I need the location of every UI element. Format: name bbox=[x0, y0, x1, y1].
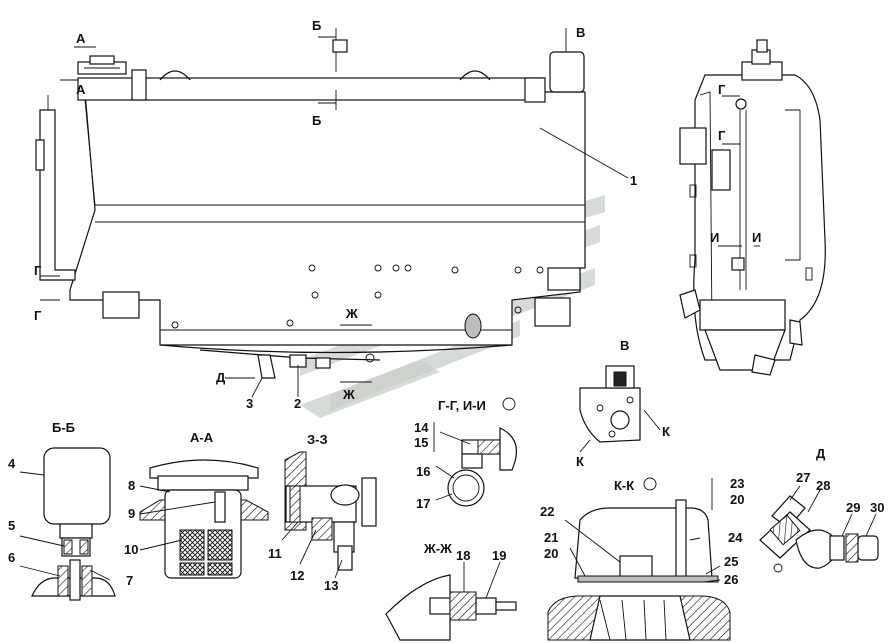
title-aa: А-А bbox=[190, 430, 214, 445]
mark-g-left-bottom: Г bbox=[34, 308, 42, 323]
part-label-2: 2 bbox=[294, 396, 301, 411]
part-label-28: 28 bbox=[816, 478, 830, 493]
part-label-25: 25 bbox=[724, 554, 738, 569]
mark-b-bottom: Б bbox=[312, 113, 321, 128]
main-tank-side-view bbox=[35, 28, 629, 398]
mark-zh-top: Ж bbox=[345, 306, 358, 321]
part-label-20-left: 20 bbox=[544, 546, 558, 561]
mark-g-right-bottom: Г bbox=[718, 128, 726, 143]
part-number-labels: 1 2 3 4 5 6 7 8 9 10 11 12 13 14 15 16 1… bbox=[8, 173, 884, 593]
view-v bbox=[579, 365, 661, 453]
mark-b-top: Б bbox=[312, 18, 321, 33]
part-label-20-top: 20 bbox=[730, 492, 744, 507]
view-d bbox=[759, 485, 879, 573]
mark-i-left: И bbox=[710, 230, 719, 245]
view-aa bbox=[139, 459, 269, 579]
part-label-3: 3 bbox=[246, 396, 253, 411]
part-label-5: 5 bbox=[8, 518, 15, 533]
title-v: В bbox=[620, 338, 629, 353]
view-zhzh bbox=[385, 561, 517, 641]
view-kk bbox=[547, 477, 731, 641]
mark-v: В bbox=[576, 25, 585, 40]
tank-end-view bbox=[679, 39, 826, 376]
part-label-16: 16 bbox=[416, 464, 430, 479]
part-label-19: 19 bbox=[492, 548, 506, 563]
part-label-1: 1 bbox=[630, 173, 637, 188]
part-label-17: 17 bbox=[416, 496, 430, 511]
part-label-21: 21 bbox=[544, 530, 558, 545]
view-zz bbox=[281, 451, 377, 579]
section-lines bbox=[40, 28, 567, 383]
mark-a-bottom: А bbox=[76, 82, 86, 97]
mark-k-right: К bbox=[662, 424, 670, 439]
part-label-27: 27 bbox=[796, 470, 810, 485]
title-d: Д bbox=[816, 446, 826, 461]
part-label-18: 18 bbox=[456, 548, 470, 563]
part-label-15: 15 bbox=[414, 435, 428, 450]
part-label-10: 10 bbox=[124, 542, 138, 557]
section-mark-letters: А А Б Б В Г Г Г Г И И Ж Ж Д К К bbox=[34, 18, 761, 469]
view-bb bbox=[19, 447, 116, 601]
view-titles: Б-Б А-А З-З Г-Г, И-И В К-К Ж-Ж Д bbox=[52, 338, 826, 556]
part-label-9: 9 bbox=[128, 506, 135, 521]
part-label-13: 13 bbox=[324, 578, 338, 593]
part-label-12: 12 bbox=[290, 568, 304, 583]
part-label-24: 24 bbox=[728, 530, 743, 545]
part-label-30: 30 bbox=[870, 500, 884, 515]
mark-k-left: К bbox=[576, 454, 584, 469]
mark-a-top: А bbox=[76, 31, 86, 46]
mark-i-right: И bbox=[752, 230, 761, 245]
title-zhzh: Ж-Ж bbox=[423, 541, 452, 556]
mark-d: Д bbox=[216, 370, 226, 385]
part-label-22: 22 bbox=[540, 504, 554, 519]
mark-zh-bottom: Ж bbox=[342, 387, 355, 402]
title-bb: Б-Б bbox=[52, 420, 75, 435]
view-gg-ii bbox=[433, 397, 518, 507]
title-kk: К-К bbox=[614, 478, 634, 493]
part-label-11: 11 bbox=[268, 546, 282, 561]
part-label-8: 8 bbox=[128, 478, 135, 493]
part-label-7: 7 bbox=[126, 573, 133, 588]
part-label-6: 6 bbox=[8, 550, 15, 565]
part-label-23: 23 bbox=[730, 476, 744, 491]
title-gg-ii: Г-Г, И-И bbox=[438, 398, 486, 413]
mark-g-left-top: Г bbox=[34, 263, 42, 278]
part-label-29: 29 bbox=[846, 500, 860, 515]
part-label-26: 26 bbox=[724, 572, 738, 587]
mark-g-right-top: Г bbox=[718, 82, 726, 97]
part-label-4: 4 bbox=[8, 456, 16, 471]
part-label-14: 14 bbox=[414, 420, 429, 435]
title-zz: З-З bbox=[307, 432, 328, 447]
